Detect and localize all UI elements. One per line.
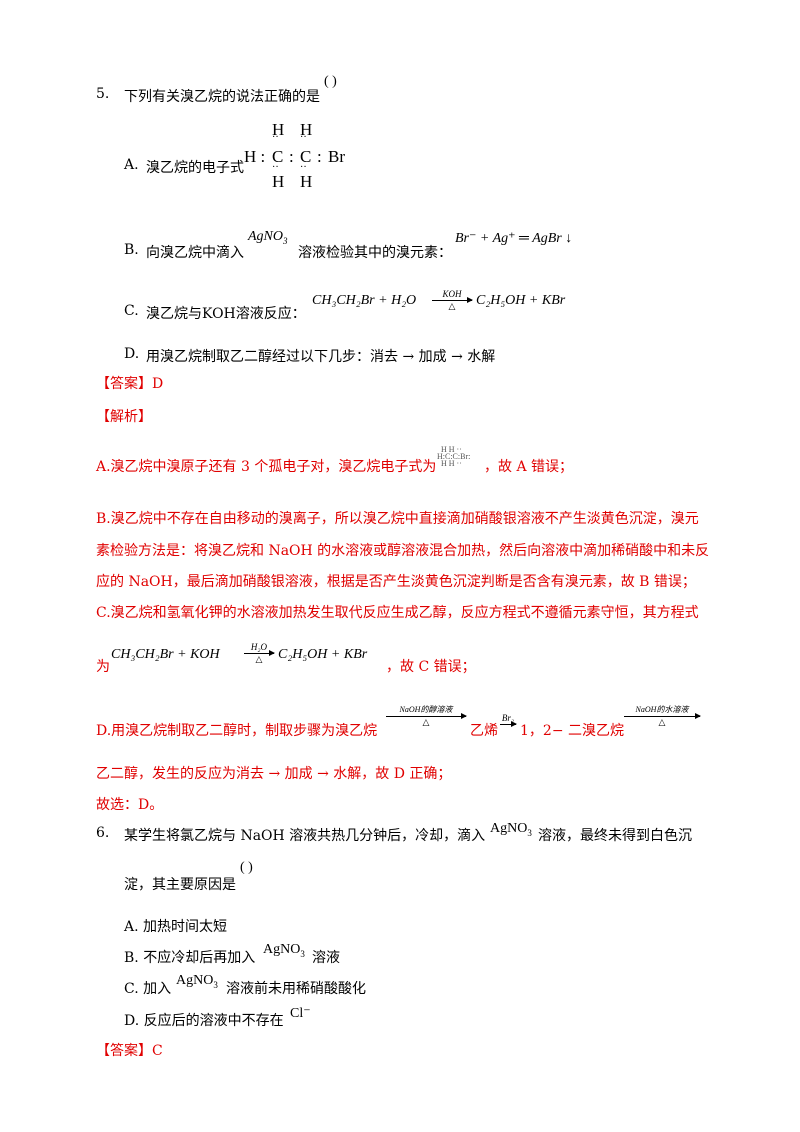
q5-analysis-label: 【解析】	[96, 409, 152, 425]
h-atom: H	[300, 172, 313, 191]
arrow-condition: Br₂	[501, 713, 515, 723]
q5-exp-c-eq-right: C₂H₅OH + KBr	[278, 647, 368, 662]
ethyl-bromide-lewis-structure: H H ·· ·· H : C : C : Br ·· ·· H H	[244, 120, 354, 191]
q5-c-reaction-arrow: KOH △	[432, 289, 473, 312]
c-atom: C	[272, 147, 284, 166]
q5-d-text: 用溴乙烷制取乙二醇经过以下几步：消去 → 加成 → 水解	[146, 349, 496, 365]
q5-b-equation: Br⁻ + Ag⁺ ═ AgBr ↓	[455, 231, 573, 246]
q5-b-label: B.	[124, 242, 139, 258]
q5-exp-d-dibromoethane: 1，2− 二溴乙烷	[520, 723, 624, 739]
q6-option-c-reagent: AgNO3	[176, 973, 218, 990]
colon: :	[317, 147, 322, 166]
q5-exp-d-line2: 乙二醇，发生的反应为消去 → 加成 → 水解，故 D 正确；	[96, 766, 452, 782]
q5-number: 5.	[96, 86, 110, 102]
br-atom: Br	[328, 147, 345, 166]
heat-symbol: △	[448, 302, 456, 312]
q5-exp-d-arrow3: NaOH的水溶液 △	[624, 705, 701, 728]
electron-pair: ··	[272, 132, 279, 143]
electron-pair: ··	[272, 162, 279, 173]
q5-exp-a-part1: A.溴乙烷中溴原子还有 3 个孤电子对，溴乙烷电子式为	[96, 459, 437, 475]
q6-number: 6.	[96, 825, 110, 841]
arrow-condition: NaOH的水溶液	[635, 705, 689, 714]
h-atom: H	[300, 120, 313, 139]
arrow-condition: H₂O	[250, 642, 268, 652]
q6-option-d-ion: Cl⁻	[290, 1006, 311, 1021]
q6-answer: 【答案】C	[96, 1043, 163, 1059]
q5-b-text1: 向溴乙烷中滴入	[146, 245, 244, 261]
q5-c-text: 溴乙烷与KOH溶液反应：	[146, 306, 306, 322]
c-atom: C	[300, 147, 312, 166]
heat-symbol: △	[255, 655, 263, 665]
q5-stem: 下列有关溴乙烷的说法正确的是	[124, 89, 320, 105]
q5-exp-c-line1: C.溴乙烷和氢氧化钾的水溶液加热发生取代反应生成乙醇，反应方程式不遵循元素守恒，…	[96, 605, 699, 621]
q5-exp-a-part2: ，故 A 错误；	[484, 459, 574, 475]
q5-a-label: A.	[124, 157, 139, 173]
q5-exp-c-eq-left: CH₃CH₂Br + KOH	[111, 647, 220, 662]
heat-symbol: △	[658, 718, 666, 728]
q6-stem-part3: 淀，其主要原因是	[124, 877, 236, 893]
q5-exp-c-post: ，故 C 错误；	[386, 659, 476, 675]
q5-exp-d-arrow1: NaOH的醇溶液 △	[386, 705, 467, 728]
q5-exp-c-pre: 为	[96, 659, 110, 675]
q6-option-a: A. 加热时间太短	[124, 919, 228, 935]
q5-a-text: 溴乙烷的电子式	[146, 160, 244, 176]
small-lewis-structure-icon: H H ·· H:C:C:Br: H H ··	[437, 445, 471, 468]
q5-paren: ( )	[324, 74, 337, 89]
q5-answer: 【答案】D	[96, 376, 164, 392]
h-atom: H	[272, 120, 285, 139]
q5-d-label: D.	[124, 346, 140, 362]
q5-exp-b-line3: 应的 NaOH，最后滴加硝酸银溶液，根据是否产生淡黄色沉淀判断是否含有溴元素，故…	[96, 574, 696, 590]
q6-reagent: AgNO3	[490, 821, 532, 838]
q6-option-b-post: 溶液	[312, 950, 340, 966]
q5-exp-d-ethylene: 乙烯	[470, 723, 498, 739]
q6-option-d-pre: D. 反应后的溶液中不存在	[124, 1013, 284, 1029]
q6-option-b-pre: B. 不应冷却后再加入	[124, 950, 256, 966]
arrow-condition: KOH	[442, 289, 462, 299]
q5-b-reagent: AgNO3	[248, 229, 288, 246]
q5-c-eq-right: C₂H₅OH + KBr	[476, 293, 566, 308]
q6-stem-part2: 溶液，最终未得到白色沉	[538, 828, 692, 844]
arrow-condition: NaOH的醇溶液	[399, 705, 453, 714]
q6-option-b-reagent: AgNO3	[263, 942, 305, 959]
electron-pair: ··	[300, 162, 307, 173]
h-atom: H	[272, 172, 285, 191]
q5-exp-b-line1: B.溴乙烷中不存在自由移动的溴离子，所以溴乙烷中直接滴加硝酸银溶液不产生淡黄色沉…	[96, 511, 699, 527]
colon: :	[289, 147, 294, 166]
q6-paren: ( )	[240, 860, 253, 875]
q6-option-c-post: 溶液前未用稀硝酸酸化	[226, 981, 366, 997]
q5-exp-c-arrow: H₂O △	[244, 642, 275, 665]
q6-option-c-pre: C. 加入	[124, 981, 172, 997]
heat-symbol: △	[422, 718, 430, 728]
q5-c-eq-left: CH₃CH₂Br + H₂O	[312, 293, 417, 308]
q5-b-text2: 溶液检验其中的溴元素：	[298, 245, 452, 261]
q5-exp-conclusion: 故选：D。	[96, 797, 164, 813]
q6-stem-part1: 某学生将氯乙烷与 NaOH 溶液共热几分钟后，冷却，滴入	[124, 828, 486, 844]
electron-pair: ··	[300, 132, 307, 143]
q5-exp-d-line1: D.用溴乙烷制取乙二醇时，制取步骤为溴乙烷	[96, 723, 378, 739]
q5-exp-b-line2: 素检验方法是：将溴乙烷和 NaOH 的水溶液或醇溶液混合加热，然后向溶液中滴加稀…	[96, 543, 710, 559]
h-atom: H :	[244, 147, 266, 166]
q5-exp-d-arrow2: Br₂	[500, 713, 517, 727]
q5-c-label: C.	[124, 303, 139, 319]
